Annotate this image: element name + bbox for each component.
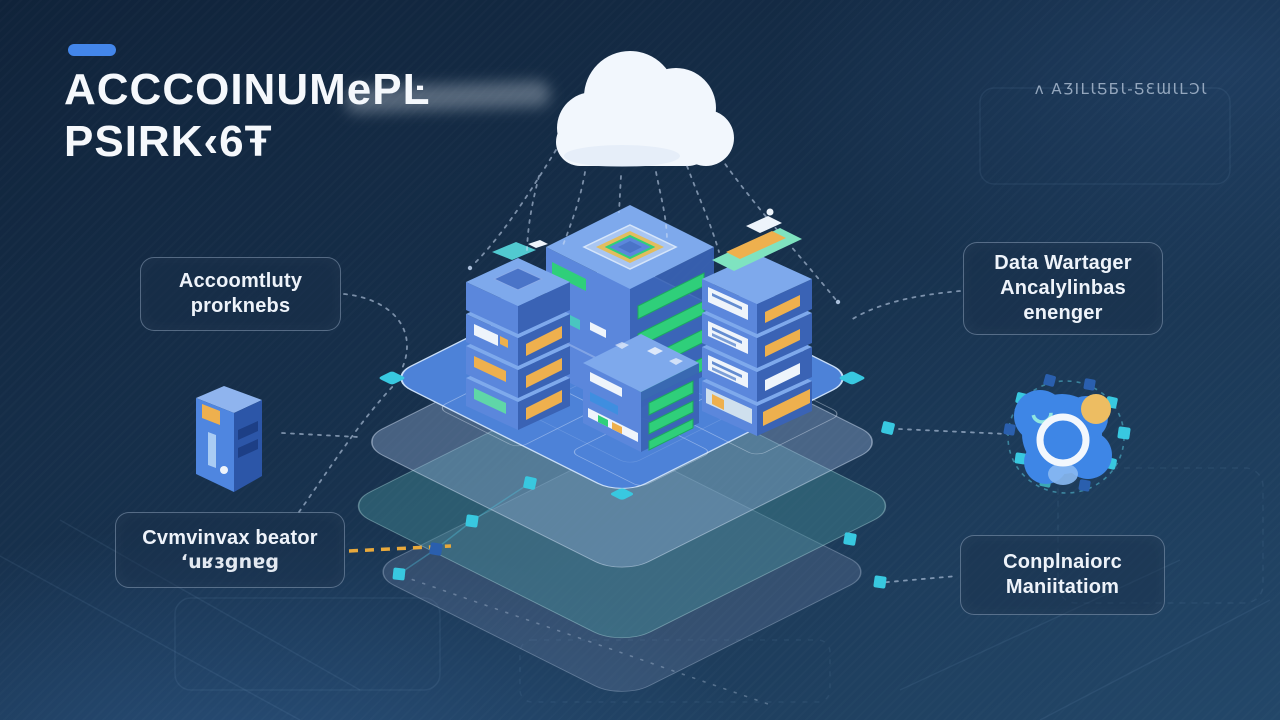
server-tower-right bbox=[702, 208, 812, 436]
cpu-chip-icon bbox=[582, 224, 678, 270]
callout-line: Cvmvinvax beator bbox=[142, 526, 318, 549]
platform-layer-teal bbox=[357, 373, 887, 639]
background-circuit-traces bbox=[0, 87, 1271, 720]
cloud-icon bbox=[556, 51, 734, 167]
ai-core-blob bbox=[1014, 390, 1112, 485]
title-line-2: PSIRK‹6Ŧ bbox=[64, 116, 273, 166]
callout-line: ʻuʁɜgnɐg bbox=[180, 550, 280, 573]
callout-line: enenger bbox=[1023, 302, 1103, 324]
server-tower-icon bbox=[196, 386, 262, 492]
cloud-drop-lines bbox=[561, 165, 720, 253]
ai-core-orbit-icon bbox=[1003, 374, 1131, 494]
callout-line: Conplnaiorc bbox=[1003, 551, 1122, 573]
connector-server-icon bbox=[281, 432, 359, 438]
connector-cloud-left bbox=[471, 149, 557, 267]
callout-line: Accoomtluty bbox=[178, 270, 303, 292]
connector-compliance bbox=[876, 575, 958, 584]
connector-cloud-right bbox=[709, 141, 837, 301]
callout-conversion: Cvmvinvax beator ʻuʁɜgnɐg bbox=[115, 512, 345, 588]
corner-note: ʌ AƷILƖƼƂƖ-ƼƐƜƖLƆƖ bbox=[1034, 80, 1208, 98]
connector-accounting bbox=[343, 293, 408, 372]
tower-top-decor bbox=[712, 208, 802, 271]
callout-line: prorknebs bbox=[190, 295, 291, 317]
server-tower-left bbox=[466, 171, 570, 430]
callout-data-warehouse: Data Wartager Ancalylinbas enenger bbox=[963, 242, 1163, 335]
connector-data-warehouse bbox=[850, 290, 961, 321]
title-accent-bar bbox=[68, 44, 116, 56]
callout-line: Data Wartager bbox=[994, 252, 1132, 274]
callout-accounting: Accoomtluty prorknebs bbox=[140, 257, 341, 331]
network-nodes bbox=[379, 371, 895, 589]
platform-layer-bottom bbox=[382, 452, 862, 692]
connectors bbox=[281, 141, 1008, 705]
callout-line: Maniitatiom bbox=[1005, 576, 1120, 598]
connector-ai-core bbox=[898, 428, 1008, 435]
front-data-cube bbox=[583, 334, 699, 452]
connector-conversion bbox=[298, 382, 397, 513]
page-title: ACCCOINUMePĿ PSIRK‹6Ŧ bbox=[64, 64, 430, 168]
title-line-1: ACCCOINUMePĿ bbox=[64, 65, 431, 114]
callout-line: Ancalylinbas bbox=[1000, 277, 1126, 299]
callout-compliance: Conplnaiorc Maniitatiom bbox=[960, 535, 1165, 615]
